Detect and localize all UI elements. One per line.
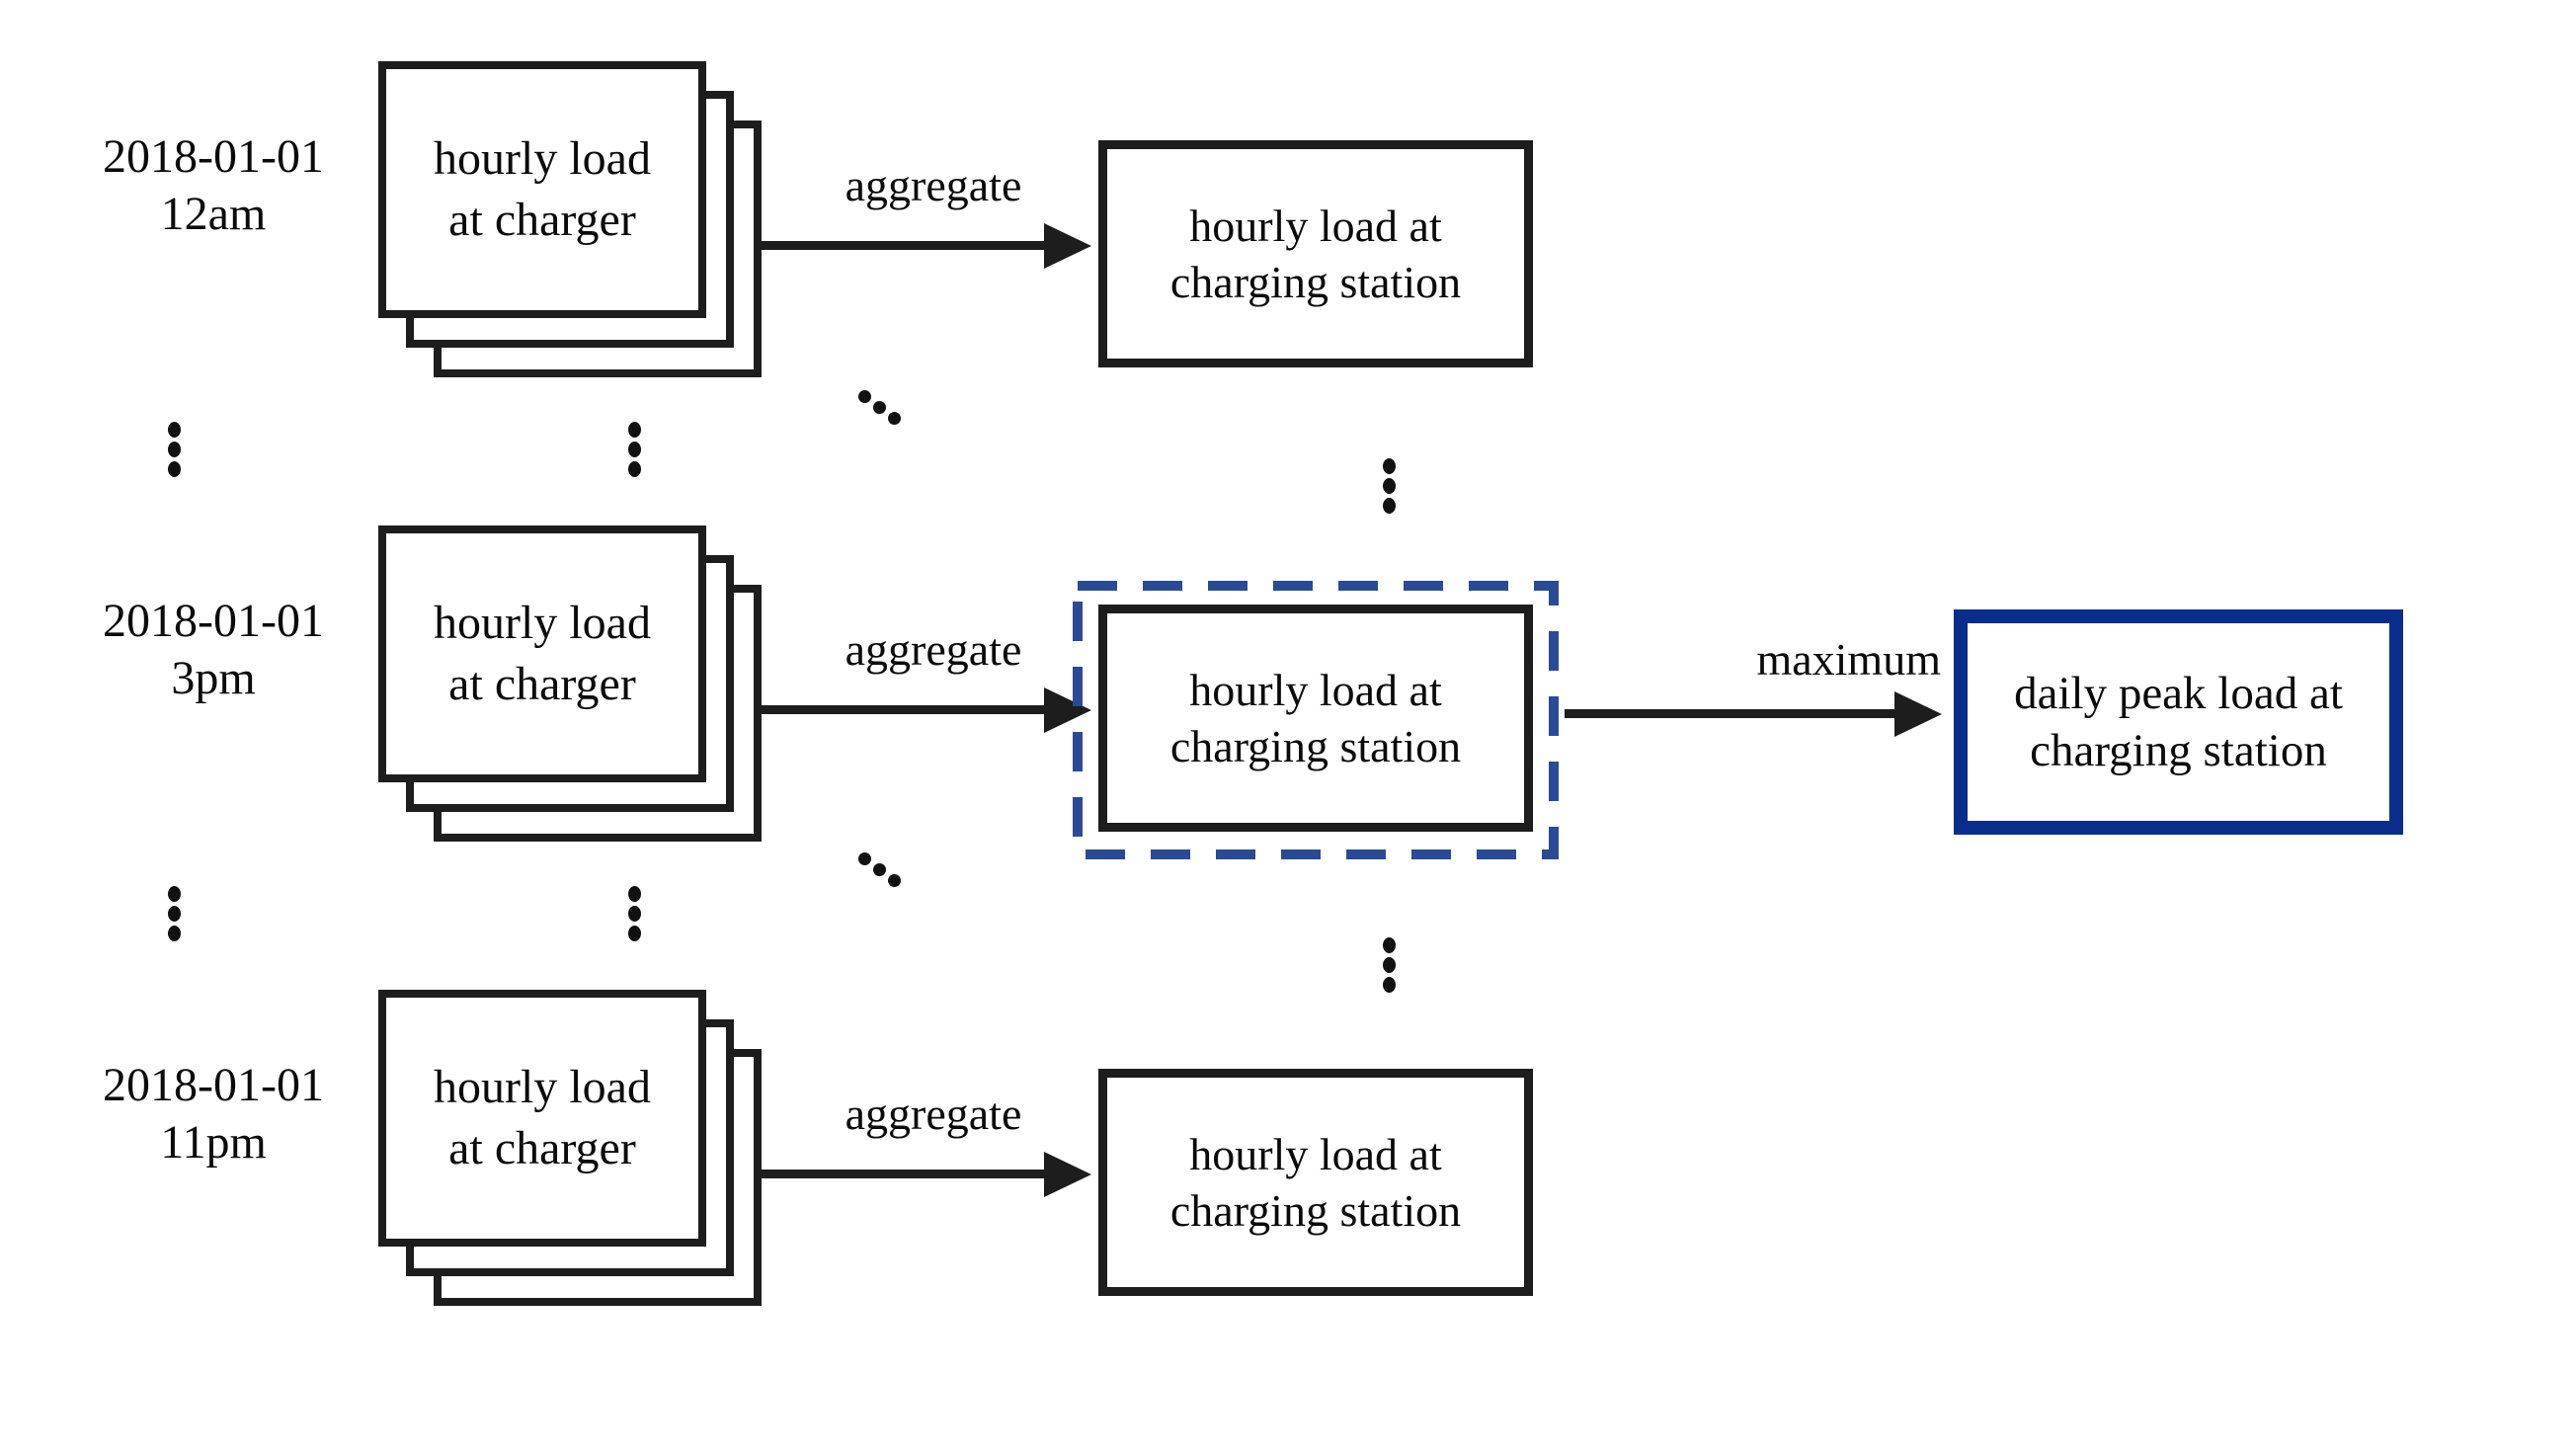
- aggregate-arrowhead-icon: [1044, 1152, 1091, 1197]
- station-load-line1: hourly load at: [1189, 1129, 1442, 1179]
- charger-load-line1: hourly load: [434, 132, 651, 185]
- aggregate-arrowhead-icon: [1044, 687, 1091, 733]
- daily-peak-load-box: daily peak load at charging station: [1954, 609, 2403, 835]
- charger-load-stack: hourly load at charger: [378, 61, 823, 442]
- hour-row-3pm: 2018-01-01 3pm hourly load at charger ag…: [0, 525, 2576, 990]
- charger-load-line2: at charger: [448, 194, 636, 246]
- aggregate-arrow-shaft: [762, 705, 1044, 714]
- timestamp-label: 2018-01-01 3pm: [55, 593, 371, 707]
- date-text: 2018-01-01: [103, 595, 324, 647]
- diagonal-ellipsis: [858, 390, 904, 428]
- charger-load-box: hourly load at charger: [378, 525, 706, 782]
- daily-peak-line1: daily peak load at: [2014, 668, 2343, 719]
- charger-load-box: hourly load at charger: [378, 61, 706, 318]
- charger-load-box: hourly load at charger: [378, 990, 706, 1247]
- aggregate-arrow-label: aggregate: [845, 624, 1022, 675]
- charger-load-line2: at charger: [448, 658, 636, 710]
- vertical-ellipsis: [168, 886, 182, 945]
- aggregate-arrow-label: aggregate: [845, 1089, 1022, 1139]
- station-load-line2: charging station: [1169, 721, 1462, 771]
- timestamp-label: 2018-01-01 11pm: [55, 1057, 371, 1171]
- station-load-line2: charging station: [1169, 1185, 1462, 1236]
- charger-load-line1: hourly load: [434, 1061, 651, 1113]
- hour-row-11pm: 2018-01-01 11pm hourly load at charger a…: [0, 990, 2576, 1454]
- station-load-line2: charging station: [1169, 257, 1462, 307]
- timestamp-label: 2018-01-01 12am: [55, 128, 371, 243]
- aggregate-arrowhead-icon: [1044, 223, 1091, 269]
- maximum-arrowhead-icon: [1894, 691, 1942, 737]
- charger-load-line1: hourly load: [434, 597, 651, 649]
- station-load-line1: hourly load at: [1189, 201, 1442, 251]
- daily-peak-line2: charging station: [2030, 725, 2327, 776]
- vertical-ellipsis: [628, 422, 642, 481]
- hour-text: 11pm: [160, 1116, 267, 1169]
- vertical-ellipsis: [168, 422, 182, 481]
- vertical-ellipsis: [1383, 937, 1397, 997]
- date-text: 2018-01-01: [103, 130, 324, 183]
- aggregate-arrow-shaft: [762, 241, 1044, 250]
- station-load-box-selected: hourly load at charging station: [1098, 605, 1533, 832]
- hour-row-12am: 2018-01-01 12am hourly load at charger a…: [0, 61, 2576, 525]
- date-text: 2018-01-01: [103, 1059, 324, 1111]
- charger-load-stack: hourly load at charger: [378, 525, 823, 906]
- hour-text: 12am: [160, 188, 267, 240]
- aggregate-arrow-shaft: [762, 1170, 1044, 1178]
- vertical-ellipsis: [628, 886, 642, 945]
- maximum-arrow-shaft: [1565, 709, 1894, 718]
- hour-text: 3pm: [171, 652, 256, 704]
- maximum-arrow-label: maximum: [1756, 634, 1941, 685]
- station-load-line1: hourly load at: [1189, 665, 1442, 715]
- station-load-box: hourly load at charging station: [1098, 1069, 1533, 1296]
- diagonal-ellipsis: [858, 852, 904, 890]
- station-load-box: hourly load at charging station: [1098, 140, 1533, 367]
- charger-load-stack: hourly load at charger: [378, 990, 823, 1370]
- charger-load-line2: at charger: [448, 1122, 636, 1174]
- vertical-ellipsis: [1383, 458, 1397, 518]
- aggregate-arrow-label: aggregate: [845, 160, 1022, 210]
- selected-hour-dashed-highlight: [1073, 581, 1559, 859]
